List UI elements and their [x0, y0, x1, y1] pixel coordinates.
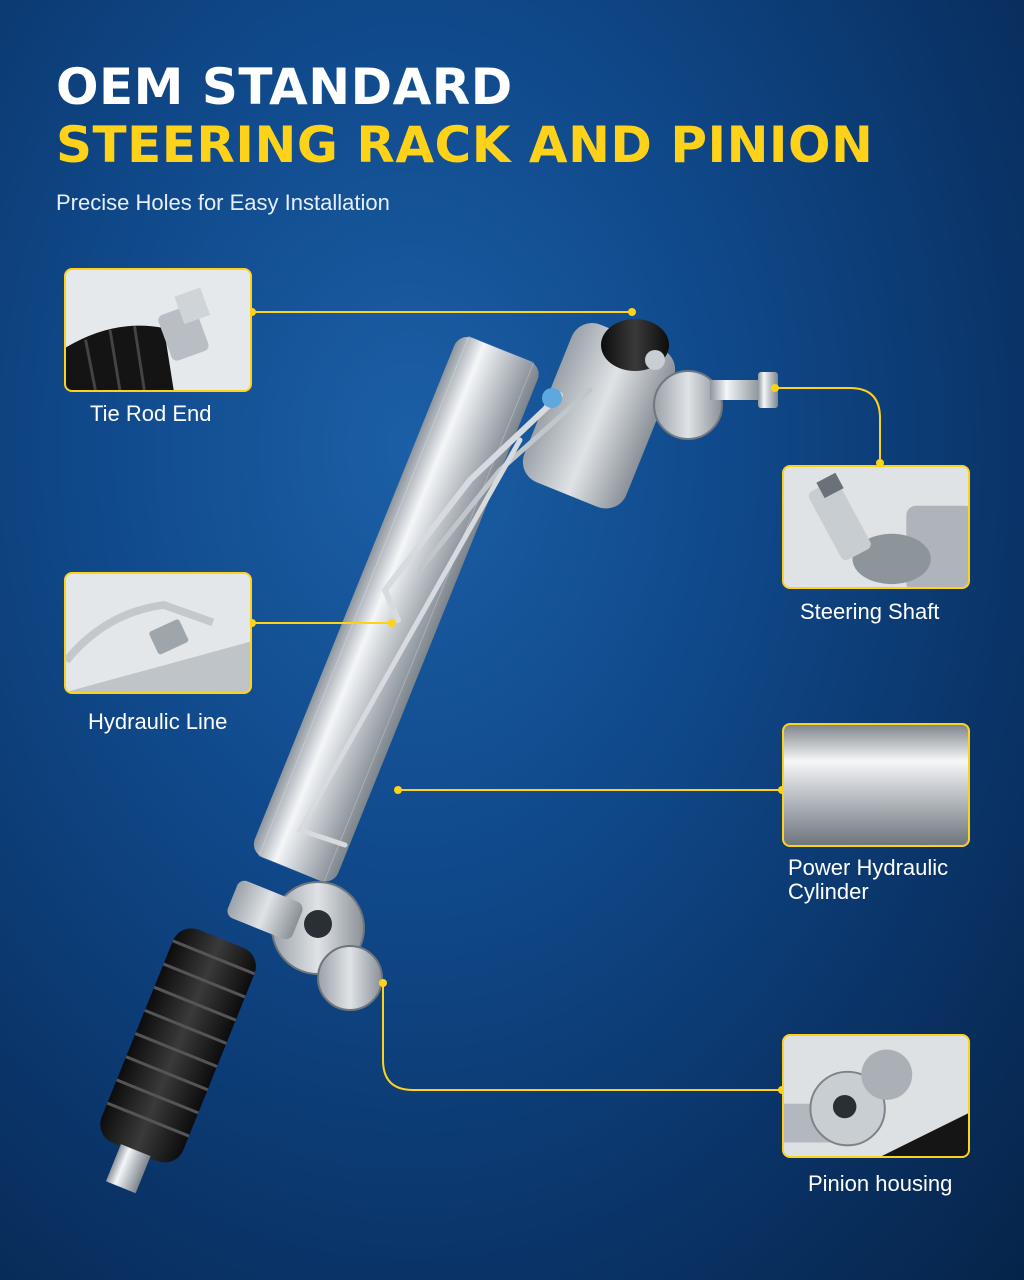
leader-lines: [252, 311, 881, 1091]
hydraulic-line-label: Hydraulic Line: [88, 709, 228, 734]
hydraulic-line-thumbnail: [64, 572, 252, 694]
power-hydraulic-cylinder-thumbnail: [782, 723, 970, 847]
power-hydraulic-cylinder-label: Power Hydraulic Cylinder: [788, 856, 948, 904]
pinion-housing-thumbnail: [782, 1034, 970, 1158]
power-hydraulic-cylinder-label-line1: Power Hydraulic: [788, 855, 949, 880]
pinion-housing-label: Pinion housing: [808, 1171, 953, 1196]
title-line-2: STEERING RACK AND PINION: [56, 116, 874, 174]
rack-assembly: [100, 319, 778, 1194]
power-hydraulic-cylinder-label-line2: Cylinder: [788, 879, 869, 904]
subtitle: Precise Holes for Easy Installation: [56, 190, 390, 215]
tie-rod-end-thumbnail: [64, 268, 252, 392]
steering-shaft-label: Steering Shaft: [800, 599, 940, 624]
steering-shaft-thumbnail: [782, 465, 970, 589]
tie-rod-end-label: Tie Rod End: [90, 401, 212, 426]
title-line-1: OEM STANDARD: [56, 58, 513, 116]
